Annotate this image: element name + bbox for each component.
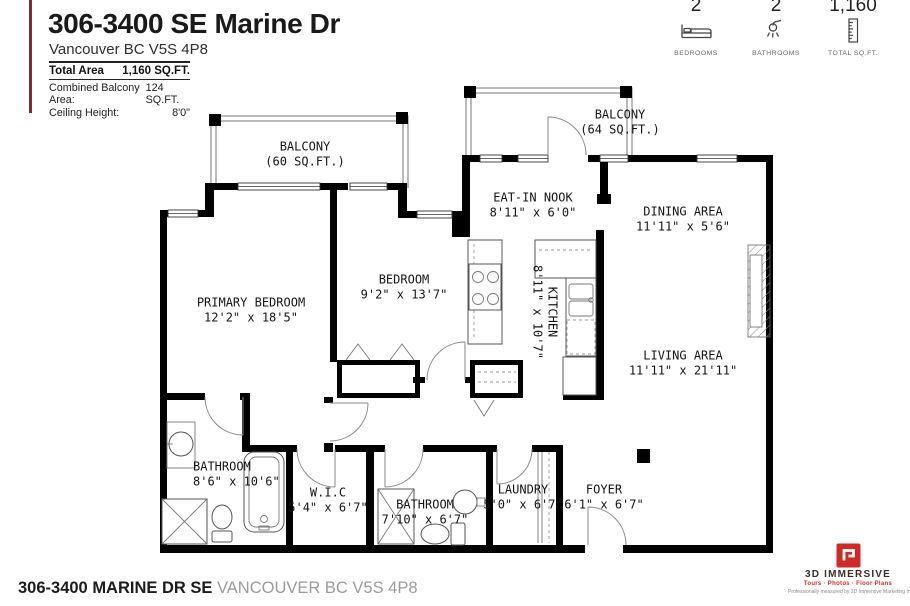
bathrooms-count: 2 — [770, 0, 782, 16]
hatched-column — [747, 244, 771, 338]
bedrooms-count: 2 — [690, 0, 702, 16]
interior-walls — [160, 162, 650, 552]
total-area-row: Total Area 1,160 SQ.FT. — [49, 61, 190, 80]
bathroom2-fixtures — [377, 488, 486, 546]
stat-bathrooms: 2 BATHROOMS — [730, 0, 822, 57]
footer-address-street: 306-3400 MARINE DR SE — [18, 579, 213, 597]
sink-icon — [568, 283, 594, 317]
logo-title: 3D IMMERSIVE — [804, 569, 892, 580]
header-accent-bar — [29, 0, 32, 113]
bathtub-icon — [243, 451, 285, 533]
windows — [167, 154, 738, 219]
room-label-balcony-left: BALCONY(60 SQ.FT.) — [265, 139, 345, 169]
ruler-icon — [848, 18, 859, 43]
laundry-fixtures — [537, 452, 550, 543]
balcony-railings — [209, 86, 633, 188]
shower-stall-icon — [161, 498, 208, 545]
balcony-area-value: 124 SQ.FT. — [145, 81, 180, 106]
bathroom1-fixtures — [161, 421, 285, 545]
bedrooms-label: BEDROOMS — [674, 50, 718, 57]
3d-immersive-logo-icon — [836, 543, 860, 568]
total-area-label: Total Area — [49, 65, 104, 77]
bed-icon — [681, 24, 712, 39]
branding-block: 3D IMMERSIVE Tours · Photos · Floor Plan… — [788, 543, 910, 595]
ceiling-height-row: Ceiling Height: 8'0" — [49, 106, 190, 119]
kitchen-fixtures — [467, 239, 597, 396]
total-sqft-label: TOTAL SQ.FT. — [827, 50, 879, 57]
ceiling-height-value: 8'0" — [172, 107, 190, 119]
total-area-value: 1,160 SQ.FT. — [122, 65, 190, 77]
stove-icon — [472, 271, 499, 305]
stat-total-sqft: 1,160 TOTAL SQ.FT. — [807, 0, 899, 57]
stat-bedrooms: 2 BEDROOMS — [650, 0, 742, 57]
shower-stall-icon — [377, 488, 415, 545]
area-summary-table: Total Area 1,160 SQ.FT. Combined Balcony… — [49, 61, 190, 119]
ceiling-height-label: Ceiling Height: — [49, 107, 120, 119]
bathrooms-label: BATHROOMS — [752, 50, 800, 57]
logo-tagline: Tours · Photos · Floor Plans — [803, 581, 893, 587]
page-subtitle: Vancouver BC V5S 4P8 — [49, 41, 208, 58]
balcony-area-label: Combined Balcony Area: — [49, 81, 140, 106]
toilet-icon — [211, 504, 233, 530]
logo-fineprint: Professionally measured by 3D Immersive … — [788, 589, 910, 595]
shower-icon — [766, 19, 782, 38]
balcony-area-row: Combined Balcony Area: 124 SQ.FT. — [49, 80, 190, 106]
toilet-icon — [420, 523, 450, 545]
total-sqft-count: 1,160 — [829, 0, 877, 16]
footer-address-city: VANCOUVER BC V5S 4P8 — [217, 579, 418, 597]
room-label-balcony-right: BALCONY(64 SQ.FT.) — [580, 107, 660, 137]
page-title: 306-3400 SE Marine Dr — [48, 8, 340, 39]
footer-address: 306-3400 MARINE DR SE VANCOUVER BC V5S 4… — [18, 579, 418, 598]
door-swings — [204, 116, 627, 546]
